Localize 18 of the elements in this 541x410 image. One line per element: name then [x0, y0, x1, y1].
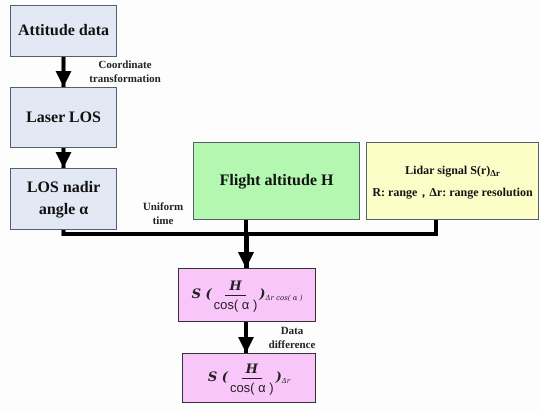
- formula-box: [182, 353, 316, 403]
- process-box: [10, 87, 117, 148]
- arrow: [56, 57, 72, 87]
- formula-box: [178, 268, 316, 322]
- box-text: Lidar signal S(r)$_{Δr}$: [404, 162, 501, 180]
- box-text: Laser LOS: [25, 108, 102, 128]
- box-text: Attitude data: [16, 21, 110, 41]
- signal-box: [366, 142, 539, 220]
- box-text: R: range，Δr: range resolution: [371, 184, 534, 201]
- process-box: [10, 168, 117, 230]
- edge-label: Uniform time: [142, 200, 184, 228]
- input-box: [193, 142, 360, 220]
- process-box: [10, 5, 117, 57]
- edge-label: Coordinate transformation: [88, 58, 162, 86]
- arrow: [56, 148, 72, 168]
- box-text: LOS nadir angle α: [26, 178, 102, 220]
- box-text: Flight altitude H: [218, 171, 334, 191]
- edge-label: Data difference: [268, 324, 316, 352]
